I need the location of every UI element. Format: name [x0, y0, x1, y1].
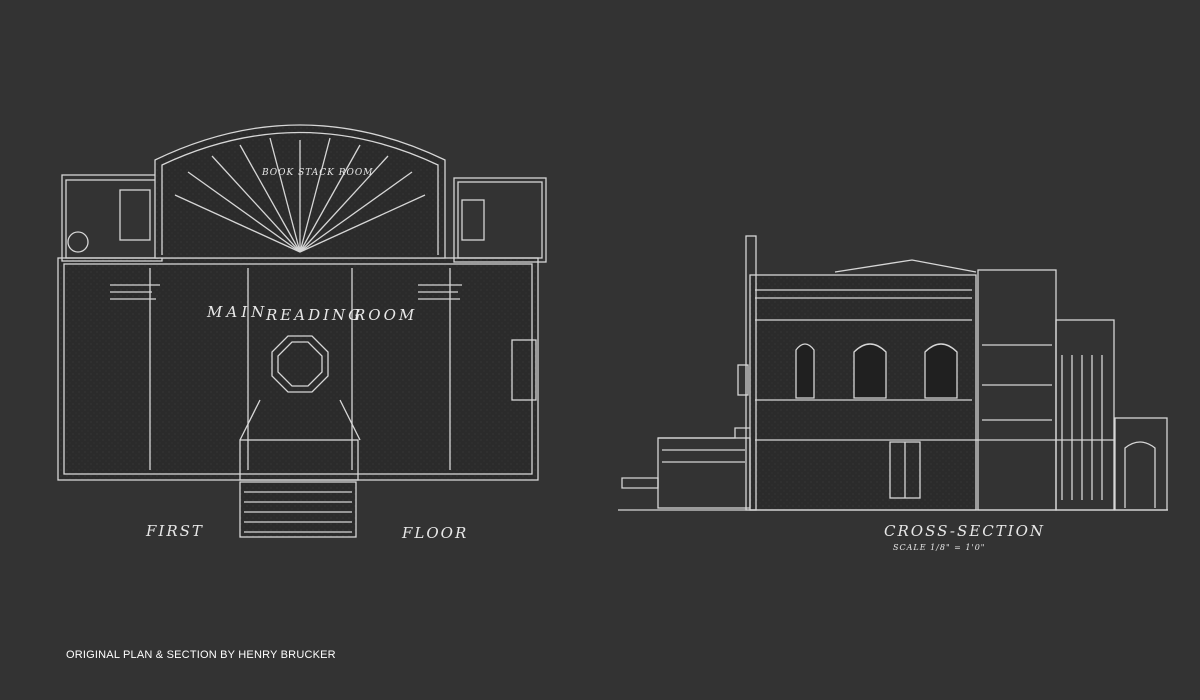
image-caption: ORIGINAL PLAN & SECTION BY HENRY BRUCKER: [66, 649, 336, 661]
section-scale: SCALE 1/8" = 1'0": [893, 543, 986, 552]
section-title: CROSS-SECTION: [884, 522, 1046, 540]
stack-room-label: BOOK STACK ROOM: [262, 168, 374, 178]
plan-label-floor: FLOOR: [402, 524, 469, 542]
room-label: ROOM: [354, 306, 418, 324]
main-room-label: MAIN: [207, 303, 269, 321]
plan-label-first: FIRST: [146, 522, 204, 540]
reading-room-label: READING: [266, 306, 364, 324]
